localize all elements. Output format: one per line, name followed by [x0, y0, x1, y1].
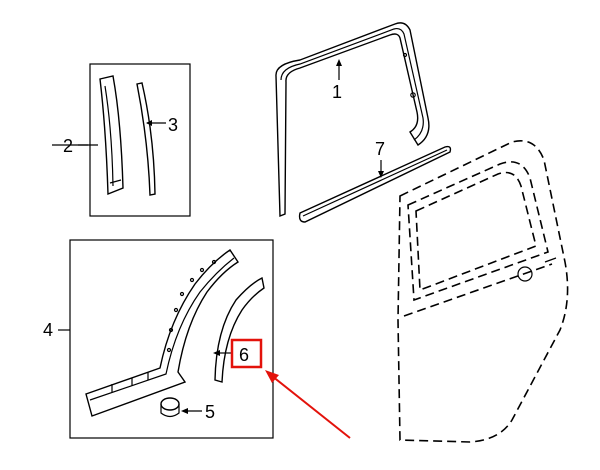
red-pointer-arrow: [265, 370, 351, 439]
pillar-molding-part: [99, 75, 124, 196]
arrowhead-1: [336, 59, 342, 66]
arrowhead-5: [181, 408, 188, 414]
arrowhead-7: [378, 171, 384, 178]
callout-6-label: 6: [239, 345, 249, 365]
group-box-4: [69, 239, 274, 439]
callout-1-label: 1: [332, 82, 342, 102]
group-box-2: [89, 63, 191, 217]
arrowhead-6: [213, 350, 220, 356]
rear-door-outline: [397, 140, 569, 443]
callout-5-label: 5: [205, 402, 215, 422]
callout-2-label: 2: [63, 136, 73, 156]
belt-weatherstrip-part: [298, 145, 452, 223]
arrowhead-3: [146, 120, 152, 126]
callout-7-label: 7: [375, 139, 385, 159]
pillar-applique-part: [136, 82, 156, 196]
clip-fastener-part: [160, 397, 180, 418]
callout-6-highlight-box: [230, 338, 263, 369]
rocker-wheelarch-molding-part: [85, 249, 239, 417]
callout-3-label: 3: [168, 115, 178, 135]
glass-run-channel-part: [275, 22, 430, 218]
door-handle-cutout: [517, 266, 533, 282]
callout-4-label: 4: [43, 320, 53, 340]
wheelarch-extension-part: [214, 276, 265, 383]
